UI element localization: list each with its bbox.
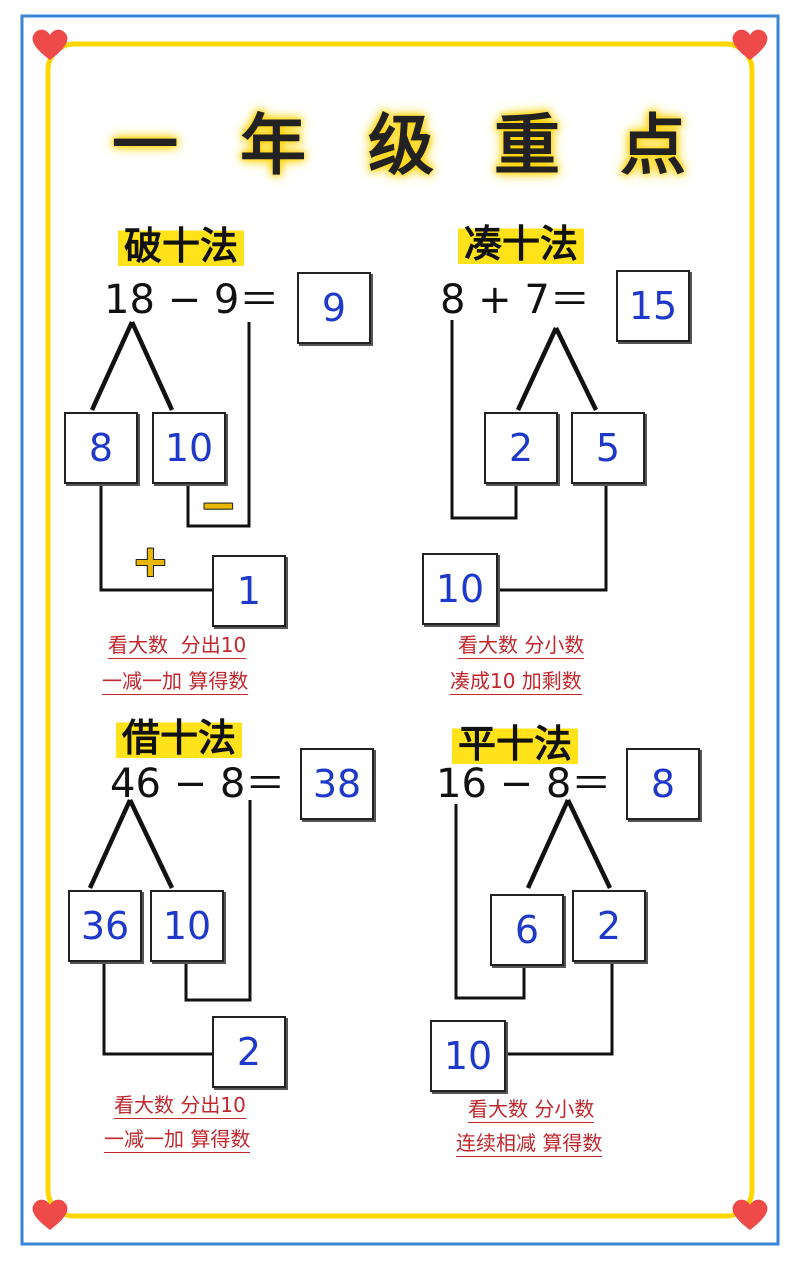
section-title-cou: 凑十法 bbox=[458, 220, 585, 268]
split-box-jie-right: 10 bbox=[150, 890, 224, 962]
split-box-cou-left: 2 bbox=[484, 412, 558, 484]
title-char: 点 bbox=[620, 107, 686, 184]
minus-sign: − bbox=[200, 480, 237, 531]
split-box-cou-right: 5 bbox=[571, 412, 645, 484]
note-po-2: 一减一加 算得数 bbox=[102, 669, 249, 695]
heart-icon bbox=[32, 29, 68, 60]
split-box-jie-left: 36 bbox=[68, 890, 142, 962]
result-box-cou: 10 bbox=[422, 553, 498, 625]
heart-icon bbox=[32, 1199, 68, 1230]
split-box-po-left: 8 bbox=[64, 412, 138, 484]
section-title-jie: 借十法 bbox=[116, 714, 243, 762]
note-cou-1: 看大数 分小数 bbox=[458, 633, 585, 659]
inner-yellow-border bbox=[45, 41, 755, 1219]
title-char: 年 bbox=[240, 107, 306, 184]
heart-icon bbox=[732, 1199, 768, 1230]
split-box-po-right: 10 bbox=[152, 412, 226, 484]
title-char: 一 bbox=[112, 107, 178, 184]
result-box-ping: 10 bbox=[430, 1020, 506, 1092]
note-cou-2: 凑成10 加剩数 bbox=[450, 669, 582, 695]
note-po-1: 看大数 分出10 bbox=[108, 633, 247, 659]
plus-sign: + bbox=[132, 536, 169, 587]
result-box-jie: 2 bbox=[212, 1016, 286, 1088]
heart-icon bbox=[732, 29, 768, 60]
equation-ping: 16 − 8＝ bbox=[436, 761, 612, 807]
title-char: 重 bbox=[494, 107, 560, 184]
note-ping-2: 连续相减 算得数 bbox=[456, 1131, 603, 1157]
note-jie-2: 一减一加 算得数 bbox=[104, 1127, 251, 1153]
split-box-ping-right: 2 bbox=[572, 890, 646, 962]
title-char: 级 bbox=[368, 107, 434, 184]
answer-box-jie: 38 bbox=[300, 748, 374, 820]
section-title-ping: 平十法 bbox=[452, 720, 579, 768]
equation-cou: 8 + 7＝ bbox=[440, 277, 590, 323]
outer-blue-border bbox=[20, 14, 780, 1246]
answer-box-po: 9 bbox=[297, 272, 371, 344]
equation-jie: 46 − 8＝ bbox=[110, 761, 286, 807]
section-title-po: 破十法 bbox=[118, 222, 245, 270]
result-box-po: 1 bbox=[212, 555, 286, 627]
equation-po: 18 − 9＝ bbox=[104, 277, 280, 323]
split-box-ping-left: 6 bbox=[490, 894, 564, 966]
answer-box-cou: 15 bbox=[616, 270, 690, 342]
note-ping-1: 看大数 分小数 bbox=[468, 1097, 595, 1123]
answer-box-ping: 8 bbox=[626, 748, 700, 820]
note-jie-1: 看大数 分出10 bbox=[114, 1093, 246, 1119]
